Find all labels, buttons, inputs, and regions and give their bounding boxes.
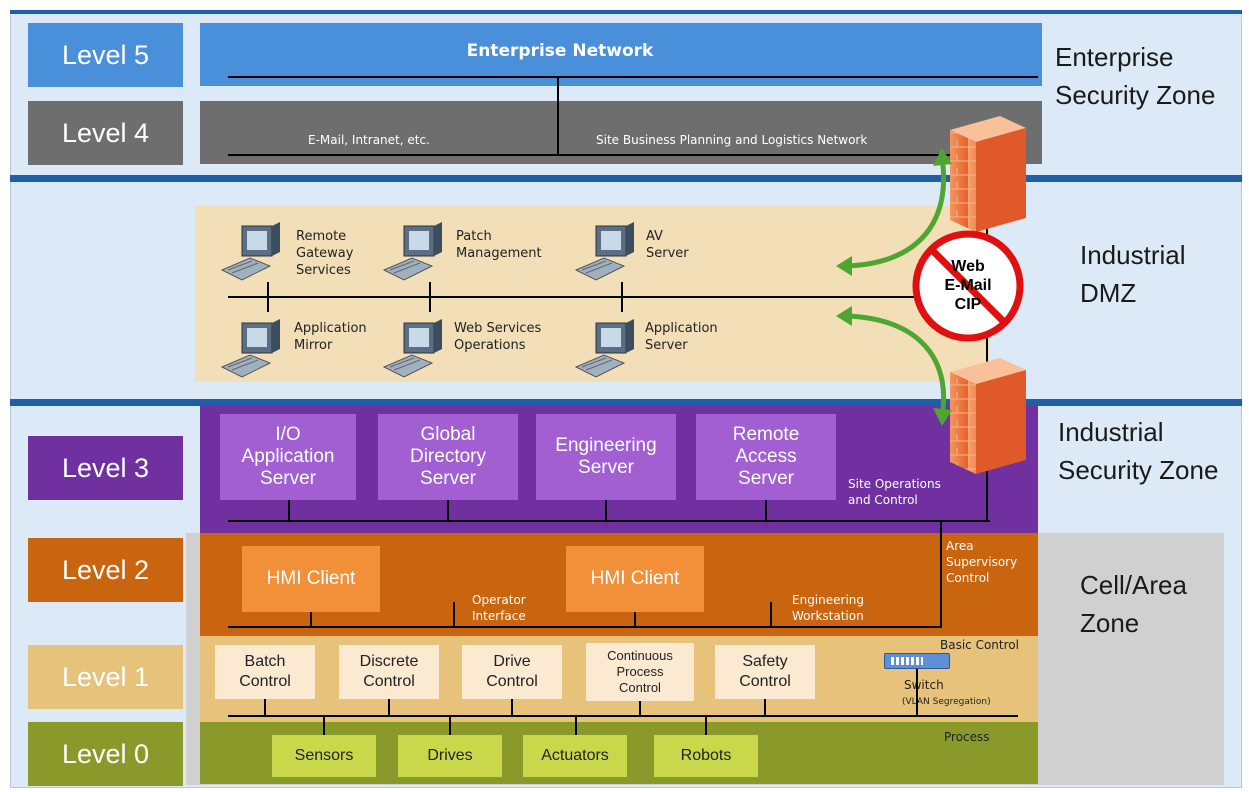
global-directory-server: Global Directory Server: [378, 414, 518, 500]
l5-l4-link: [557, 77, 559, 155]
area-supervisory-label: Area Supervisory Control: [946, 539, 1018, 585]
drive-drop: [511, 699, 513, 715]
sensors-device: Sensors: [272, 735, 376, 777]
industrial-zone-text: Industrial Security Zone: [1058, 417, 1219, 485]
arrow-head-1: [933, 148, 952, 166]
switch-ports: [891, 657, 923, 665]
remote-access-drop: [765, 500, 767, 520]
batch-drop: [264, 699, 266, 715]
actuators-drop: [575, 715, 577, 735]
basic-control-label: Basic Control: [940, 638, 1019, 652]
discrete-drop: [388, 699, 390, 715]
level1-network-line: [228, 715, 1018, 717]
dmz-zone-label: Industrial DMZ: [1080, 236, 1210, 312]
application-mirror-label: Application Mirror: [294, 321, 367, 353]
eng-server-drop: [605, 500, 607, 520]
cell-zone-label: Cell/Area Zone: [1080, 566, 1190, 642]
switch-label: Switch: [904, 678, 944, 692]
site-business-bar: E-Mail, Intranet, etc. Site Business Pla…: [200, 101, 1042, 164]
enterprise-zone-label: Enterprise Security Zone: [1055, 38, 1240, 114]
robots-device: Robots: [654, 735, 758, 777]
drive-control: Drive Control: [462, 645, 562, 699]
zone-separator-enterprise: [10, 175, 1242, 182]
process-label: Process: [944, 730, 990, 744]
level3-backbone: [986, 470, 988, 522]
dmz-area: [195, 206, 990, 382]
patch-management-label: Patch Management: [456, 229, 542, 261]
switch-drop: [916, 669, 918, 715]
continuous-process-control: Continuous Process Control: [586, 643, 694, 701]
level-0-label: Level 0: [28, 722, 183, 786]
dmz-zone-text: Industrial DMZ: [1080, 240, 1186, 308]
blocked-cip-text: CIP: [954, 296, 982, 313]
site-operations-label: Site Operations and Control: [848, 477, 941, 507]
remote-access-server: Remote Access Server: [696, 414, 836, 500]
level2-network-line: [228, 626, 940, 628]
level-4-label: Level 4: [28, 101, 183, 165]
global-dir-drop: [447, 500, 449, 520]
drives-device: Drives: [398, 735, 502, 777]
operator-drop: [453, 602, 455, 626]
dmz-network-line: [228, 296, 988, 298]
arrow-head-2: [836, 256, 852, 276]
remote-gateway-label: Remote Gateway Services: [296, 229, 354, 278]
level-2-label: Level 2: [28, 538, 183, 602]
io-application-server: I/O Application Server: [220, 414, 356, 500]
actuators-device: Actuators: [523, 735, 627, 777]
batch-control: Batch Control: [215, 645, 315, 699]
safety-control: Safety Control: [715, 645, 815, 699]
level2-backbone: [940, 520, 942, 628]
web-services-label: Web Services Operations: [454, 321, 542, 353]
email-intranet-label: E-Mail, Intranet, etc.: [308, 133, 430, 147]
hmi1-drop: [310, 612, 312, 626]
arrow-head-3: [836, 306, 852, 326]
discrete-control: Discrete Control: [339, 645, 439, 699]
io-server-drop: [288, 500, 290, 520]
arrow-head-4: [933, 408, 952, 426]
hmi2-drop: [634, 612, 636, 626]
site-business-label: Site Business Planning and Logistics Net…: [596, 133, 868, 147]
drives-drop: [449, 715, 451, 735]
enterprise-network-bar: Enterprise Network: [200, 23, 1042, 86]
top-border: [10, 10, 1242, 14]
level-1-label: Level 1: [28, 645, 183, 709]
zone-separator-dmz: [10, 399, 1242, 406]
robots-drop: [705, 715, 707, 735]
hmi-client-2: HMI Client: [566, 546, 704, 612]
blocked-email-text: E-Mail: [944, 277, 992, 294]
enterprise-network-line: [228, 76, 1038, 78]
safety-drop: [764, 699, 766, 715]
switch-icon: [884, 653, 950, 669]
level3-network-line: [228, 520, 990, 522]
engws-drop: [770, 602, 772, 626]
industrial-zone-label: Industrial Security Zone: [1058, 413, 1243, 489]
enterprise-zone-text: Enterprise Security Zone: [1055, 42, 1216, 110]
blocked-slash: [929, 247, 1007, 325]
application-server-label: Application Server: [645, 321, 718, 353]
firewall-top-icon: [950, 116, 1026, 232]
av-server-label: AV Server: [646, 229, 689, 261]
sensors-drop: [323, 715, 325, 735]
vlan-label: (VLAN Segregation): [902, 697, 991, 707]
level-3-label: Level 3: [28, 436, 183, 500]
level-5-label: Level 5: [28, 23, 183, 87]
cell-zone-text: Cell/Area Zone: [1080, 570, 1187, 638]
engineering-workstation-label: Engineering Workstation: [792, 593, 864, 623]
operator-interface-label: Operator Interface: [472, 593, 526, 623]
site-business-line: [228, 154, 953, 156]
continuous-drop: [639, 701, 641, 715]
blocked-web-text: Web: [951, 258, 985, 275]
hmi-client-1: HMI Client: [242, 546, 380, 612]
engineering-server: Engineering Server: [536, 414, 676, 500]
allowed-traffic-arrows: [845, 155, 947, 419]
enterprise-network-title: Enterprise Network: [466, 41, 654, 61]
firewall-bottom-icon: [950, 358, 1026, 474]
